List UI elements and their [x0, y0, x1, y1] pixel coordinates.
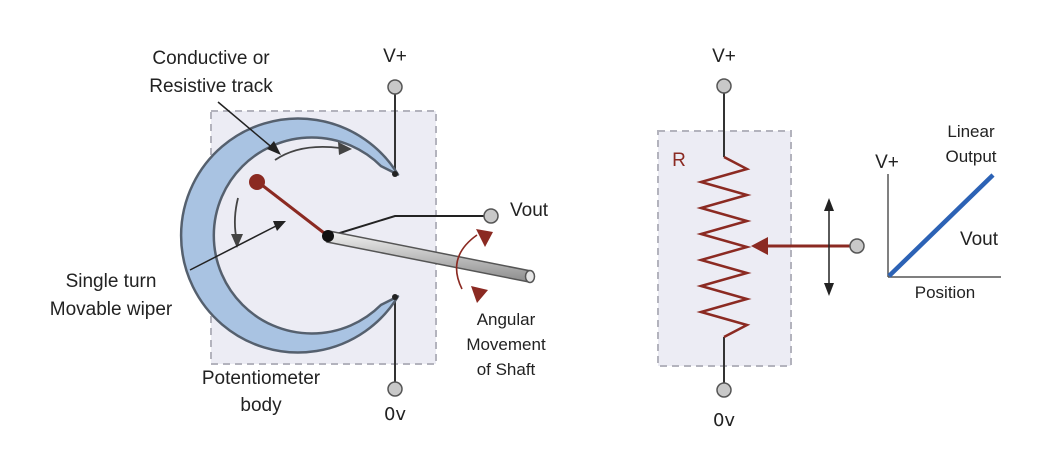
schematic-supply-terminal — [716, 78, 732, 94]
wiper-pointer-head — [273, 221, 286, 231]
movement-label-line1: Angular — [477, 310, 536, 329]
track-end-contact-top — [392, 171, 398, 177]
schematic-ground-label: 0v — [713, 410, 735, 431]
wiper-arm — [257, 180, 329, 238]
track-end-contact-bottom — [392, 294, 398, 300]
wiper-label-line2: Movable wiper — [50, 299, 173, 320]
track-arrow-top — [274, 145, 341, 161]
wiper-contact — [249, 174, 265, 190]
graph-title-line1: Linear — [947, 122, 995, 141]
graph-y-label: V+ — [875, 152, 899, 173]
output-terminal — [483, 208, 499, 224]
track-arrow-left — [233, 197, 239, 237]
schematic-wiper-terminal — [849, 238, 865, 254]
body-label-line1: Potentiometer — [202, 368, 321, 389]
track-arrowhead-top — [338, 142, 352, 155]
supply-terminal — [387, 79, 403, 95]
wiper-pivot — [322, 230, 334, 242]
graph-line-label: Vout — [960, 229, 999, 250]
shaft-end — [524, 269, 536, 284]
movement-label-line3: of Shaft — [477, 360, 536, 379]
resistor-label: R — [672, 150, 686, 171]
wiper-pointer — [189, 224, 279, 271]
wiper-label-line1: Single turn — [66, 271, 157, 292]
resistive-track — [179, 117, 400, 354]
linear-output-graph: Linear Output V+ Vout Position — [875, 122, 1001, 302]
rotary-potentiometer: Conductive or Resistive track V+ Vout Si… — [50, 46, 549, 425]
potentiometer-schematic: V+ R 0v — [657, 46, 865, 431]
track-pointer-head — [267, 141, 281, 155]
track-label-line1: Conductive or — [152, 48, 270, 69]
schematic-wiper-arrowhead — [751, 237, 768, 255]
track-pointer — [217, 101, 276, 151]
schematic-supply-label: V+ — [712, 46, 736, 67]
track-arrowhead-left — [231, 234, 243, 248]
schematic-body — [657, 130, 792, 367]
body-label-line2: body — [240, 395, 282, 416]
rotation-arrowhead-up — [476, 229, 493, 247]
graph-x-label: Position — [915, 283, 975, 302]
output-label: Vout — [510, 200, 549, 221]
rotation-arrowhead-down — [471, 286, 488, 303]
graph-title-line2: Output — [945, 147, 996, 166]
supply-label: V+ — [383, 46, 407, 67]
schematic-ground-terminal — [716, 382, 732, 398]
rotation-arc — [455, 234, 478, 290]
ground-terminal — [387, 381, 403, 397]
movement-label-line2: Movement — [466, 335, 546, 354]
slide-direction-down-head — [824, 283, 834, 296]
linear-output-line — [887, 173, 995, 278]
slide-direction-up-head — [824, 198, 834, 211]
ground-label: 0v — [384, 404, 406, 425]
output-lead — [329, 215, 484, 237]
track-label-line2: Resistive track — [149, 76, 273, 97]
resistor-zigzag — [696, 155, 752, 339]
